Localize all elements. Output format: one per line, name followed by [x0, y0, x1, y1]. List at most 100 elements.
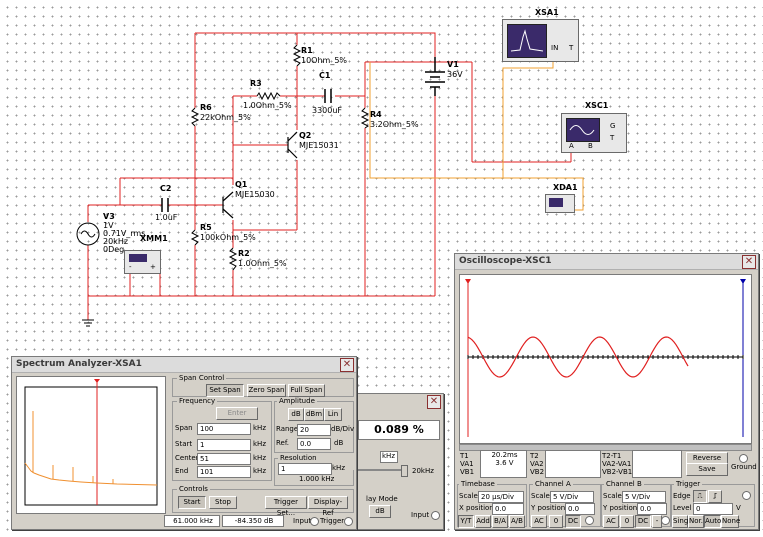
xda1-instrument-icon[interactable]	[545, 194, 575, 213]
resolution-input[interactable]: 1	[278, 463, 332, 475]
trigger-terminal[interactable]	[344, 517, 353, 526]
trigger-ext-terminal[interactable]	[742, 491, 751, 500]
xsc1-label: XSC1	[585, 101, 609, 110]
center-input[interactable]: 51	[197, 453, 251, 465]
set-span-button[interactable]: Set Span	[206, 384, 244, 397]
input-terminal-label: Input	[293, 517, 312, 525]
xmm1-multimeter-icon[interactable]: - +	[124, 250, 161, 274]
multimeter-display-icon	[129, 254, 147, 262]
dbm-button[interactable]: dBm	[304, 408, 324, 421]
channel-a-ypos-input[interactable]: 0.0	[565, 503, 595, 515]
single-button[interactable]: Sing.	[672, 515, 691, 528]
channel-a-terminal[interactable]	[585, 516, 594, 525]
display-ref-button[interactable]: Display-Ref	[308, 496, 348, 517]
oscilloscope-window[interactable]: Oscilloscope-XSC1 ✕ T1 VA1 VB1 20.2ms 3.…	[454, 253, 759, 530]
distortion-display-icon	[549, 198, 563, 207]
marker-frequency-readout: 61.000 kHz	[164, 515, 220, 527]
channel-b-ypos-label: Y position	[603, 504, 638, 512]
start-input[interactable]: 1	[197, 439, 251, 451]
close-icon[interactable]: ✕	[427, 395, 441, 409]
xsa1-pin-in: IN	[551, 44, 559, 52]
none-button[interactable]: None	[721, 515, 740, 528]
start-label: Start	[175, 440, 193, 448]
xsa1-instrument-icon[interactable]: IN T	[502, 19, 579, 62]
distortion-freq-field[interactable]	[380, 451, 398, 463]
r2-value: 1.0Ohm_5%	[238, 259, 287, 268]
channel-a-scale-label: Scale	[531, 492, 550, 500]
channel-a-zero-button[interactable]: 0	[549, 515, 563, 528]
spectrum-display[interactable]	[16, 376, 166, 514]
distortion-freq-slider[interactable]	[357, 469, 405, 471]
channel-a-dc-button[interactable]: DC	[565, 515, 581, 528]
distortion-freq-label: 20kHz	[412, 467, 434, 475]
cursor-1-handle	[465, 279, 471, 284]
add-button[interactable]: Add	[475, 515, 491, 528]
channel-b-ypos-input[interactable]: 0.0	[637, 503, 667, 515]
channel-a-scale-input[interactable]: 5 V/Div	[550, 491, 594, 503]
channel-a-ac-button[interactable]: AC	[531, 515, 547, 528]
distortion-analyzer-window[interactable]: ✕ 0.089 % kHz 20kHz lay Mode dB Input	[355, 393, 444, 530]
ground-terminal[interactable]	[739, 454, 748, 463]
range-label: Range	[276, 425, 299, 433]
center-unit: kHz	[253, 454, 266, 462]
v3-rms: 0.71V_rms	[103, 229, 146, 238]
auto-button[interactable]: Auto	[704, 515, 721, 528]
channel-b-scale-input[interactable]: 5 V/Div	[622, 491, 666, 503]
spectrum-titlebar[interactable]: Spectrum Analyzer-XSA1	[12, 357, 356, 373]
ba-button[interactable]: B/A	[492, 515, 508, 528]
ref-input[interactable]: 0.0	[297, 438, 331, 450]
t1-readout: 20.2ms 3.6 V	[480, 450, 527, 478]
marker-amplitude-readout: -84.350 dB	[222, 515, 284, 527]
db-button[interactable]: dB	[288, 408, 304, 421]
end-input[interactable]: 101	[197, 466, 251, 478]
r2-label: R2	[238, 249, 250, 258]
t2-label: T2	[530, 452, 539, 460]
trigger-set-button[interactable]: Trigger Set...	[265, 496, 307, 517]
timebase-scale-input[interactable]: 20 µs/Div	[478, 491, 524, 503]
end-unit: kHz	[253, 467, 266, 475]
xsc1-instrument-icon[interactable]: A B G T	[561, 113, 627, 153]
channel-b-dc-button[interactable]: DC	[635, 515, 651, 528]
falling-edge-icon[interactable]: ⎎	[708, 490, 722, 503]
normal-button[interactable]: Nor.	[688, 515, 704, 528]
db-mode-button[interactable]: dB	[369, 505, 391, 518]
rising-edge-icon[interactable]: ⎍	[693, 490, 707, 503]
noise-floor	[24, 462, 158, 486]
oscilloscope-scrollbar[interactable]	[459, 444, 752, 451]
channel-b-ac-button[interactable]: AC	[603, 515, 619, 528]
level-label: Level	[673, 504, 692, 512]
timebase-scale-label: Scale	[459, 492, 478, 500]
spectrum-analyzer-window[interactable]: Spectrum Analyzer-XSA1 ✕ Span Control Se…	[11, 356, 357, 530]
channel-b-terminal[interactable]	[661, 516, 670, 525]
enter-button[interactable]: Enter	[216, 407, 258, 420]
x-position-input[interactable]: 0.0	[492, 503, 524, 515]
span-input[interactable]: 100	[197, 423, 251, 435]
channel-b-zero-button[interactable]: 0	[620, 515, 634, 528]
level-input[interactable]: 0	[693, 503, 733, 515]
distortion-input-label: Input	[411, 511, 430, 519]
controls-label: Controls	[177, 485, 210, 493]
input-terminal[interactable]	[310, 517, 319, 526]
oscilloscope-screen[interactable]	[459, 274, 752, 444]
save-button[interactable]: Save	[686, 463, 728, 476]
range-input[interactable]: 20	[297, 424, 331, 436]
slider-thumb[interactable]	[401, 465, 408, 477]
trigger-terminal-label: Trigger	[320, 517, 345, 525]
zero-span-button[interactable]: Zero Span	[247, 384, 286, 397]
close-icon[interactable]: ✕	[742, 255, 756, 269]
v3-frequency: 20kHz	[103, 237, 129, 246]
xsa1-pin-t: T	[569, 44, 574, 52]
full-span-button[interactable]: Full Span	[288, 384, 325, 397]
lin-button[interactable]: Lin	[324, 408, 342, 421]
yt-button[interactable]: Y/T	[458, 515, 474, 528]
stop-button[interactable]: Stop	[209, 496, 237, 509]
level-unit: V	[736, 504, 741, 512]
close-icon[interactable]: ✕	[340, 358, 354, 372]
trigger-label: Trigger	[674, 480, 703, 488]
start-button[interactable]: Start	[178, 496, 206, 509]
xmm1-label: XMM1	[140, 234, 168, 243]
distortion-input-terminal[interactable]	[431, 511, 440, 520]
ab-button[interactable]: A/B	[509, 515, 525, 528]
xsc1-pin-t: T	[610, 134, 615, 142]
oscilloscope-titlebar[interactable]: Oscilloscope-XSC1	[455, 254, 758, 270]
